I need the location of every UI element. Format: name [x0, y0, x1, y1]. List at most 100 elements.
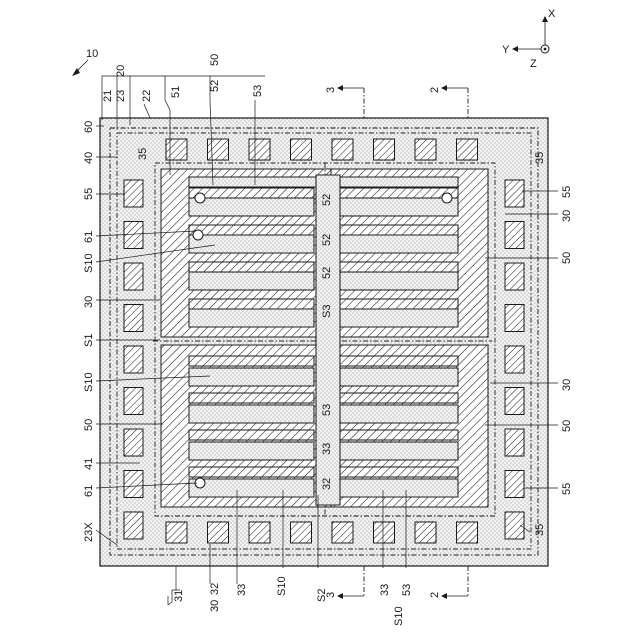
pad	[124, 263, 143, 290]
finger-gap	[340, 368, 458, 386]
pad	[124, 222, 143, 249]
axis-z-label: Z	[530, 58, 537, 70]
svg-text:3: 3	[325, 592, 337, 598]
finger-gap	[189, 272, 314, 290]
svg-text:S1: S1	[83, 334, 95, 347]
svg-text:35: 35	[137, 148, 149, 160]
finger-electrode	[189, 225, 314, 235]
svg-text:33: 33	[236, 584, 248, 596]
pad	[505, 222, 524, 249]
svg-text:60: 60	[83, 121, 95, 133]
finger-gap	[189, 442, 314, 460]
pad	[208, 139, 229, 160]
finger-electrode	[340, 225, 458, 235]
finger-gap	[189, 309, 314, 327]
svg-text:50: 50	[209, 54, 221, 66]
svg-text:53: 53	[401, 584, 413, 596]
svg-text:S10: S10	[83, 372, 95, 392]
svg-text:50: 50	[561, 252, 573, 264]
finger-electrode	[340, 467, 458, 477]
pad	[124, 388, 143, 415]
contact-hole	[193, 230, 203, 240]
finger-gap	[340, 235, 458, 253]
pad-column-right	[505, 180, 524, 539]
svg-text:40: 40	[83, 152, 95, 164]
finger-gap	[189, 479, 314, 497]
pad	[166, 139, 187, 160]
svg-text:32: 32	[209, 583, 221, 595]
pad	[505, 429, 524, 456]
svg-text:52: 52	[321, 234, 333, 246]
pad	[415, 522, 436, 543]
finger-electrode	[189, 262, 314, 272]
svg-text:S10: S10	[276, 576, 288, 596]
svg-text:53: 53	[252, 85, 264, 97]
finger-electrode	[340, 262, 458, 272]
finger-electrode	[189, 467, 314, 477]
finger-electrode	[189, 299, 314, 309]
pad	[291, 139, 312, 160]
svg-text:50: 50	[561, 420, 573, 432]
contact-hole	[442, 193, 452, 203]
svg-text:55: 55	[83, 188, 95, 200]
pad	[124, 305, 143, 332]
svg-text:31: 31	[173, 590, 185, 602]
axis-x-label: X	[548, 8, 556, 20]
finger-gap	[340, 309, 458, 327]
svg-text:2: 2	[429, 87, 441, 93]
svg-text:52: 52	[209, 80, 221, 92]
finger-gap	[189, 235, 314, 253]
finger-electrode	[340, 299, 458, 309]
finger-electrode	[189, 430, 314, 440]
svg-text:21: 21	[102, 90, 114, 102]
pad	[505, 305, 524, 332]
axis-indicator: X Y Z	[502, 8, 556, 70]
svg-text:41: 41	[83, 458, 95, 470]
finger-gap	[340, 442, 458, 460]
pad	[374, 522, 395, 543]
pad	[166, 522, 187, 543]
svg-text:52: 52	[321, 194, 333, 206]
svg-text:55: 55	[561, 483, 573, 495]
svg-text:2: 2	[429, 592, 441, 598]
finger-gap	[189, 405, 314, 423]
svg-text:61: 61	[83, 485, 95, 497]
svg-text:30: 30	[561, 379, 573, 391]
svg-text:30: 30	[83, 296, 95, 308]
svg-text:S10: S10	[83, 253, 95, 273]
pad	[249, 139, 270, 160]
pad	[505, 180, 524, 207]
svg-text:33: 33	[379, 584, 391, 596]
svg-text:50: 50	[83, 419, 95, 431]
pad	[124, 180, 143, 207]
finger-electrode	[189, 393, 314, 403]
pad	[505, 388, 524, 415]
pad	[415, 139, 436, 160]
finger-electrode	[340, 188, 458, 198]
svg-text:61: 61	[83, 231, 95, 243]
pad	[124, 471, 143, 498]
svg-text:33: 33	[321, 443, 333, 455]
pad	[291, 522, 312, 543]
pad	[505, 346, 524, 373]
svg-text:20: 20	[115, 65, 127, 77]
svg-text:30: 30	[561, 210, 573, 222]
finger-electrode	[340, 393, 458, 403]
finger-gap	[340, 272, 458, 290]
pad	[457, 522, 478, 543]
finger-gap	[189, 177, 318, 187]
pad	[505, 471, 524, 498]
pad	[124, 512, 143, 539]
svg-text:35: 35	[534, 524, 546, 536]
svg-text:30: 30	[209, 600, 221, 612]
ref-10: 10	[72, 48, 98, 76]
pad	[124, 429, 143, 456]
svg-text:22: 22	[141, 90, 153, 102]
contact-hole	[195, 193, 205, 203]
finger-gap	[340, 405, 458, 423]
finger-electrode	[189, 356, 314, 366]
svg-text:51: 51	[170, 86, 182, 98]
svg-text:10: 10	[86, 48, 98, 60]
